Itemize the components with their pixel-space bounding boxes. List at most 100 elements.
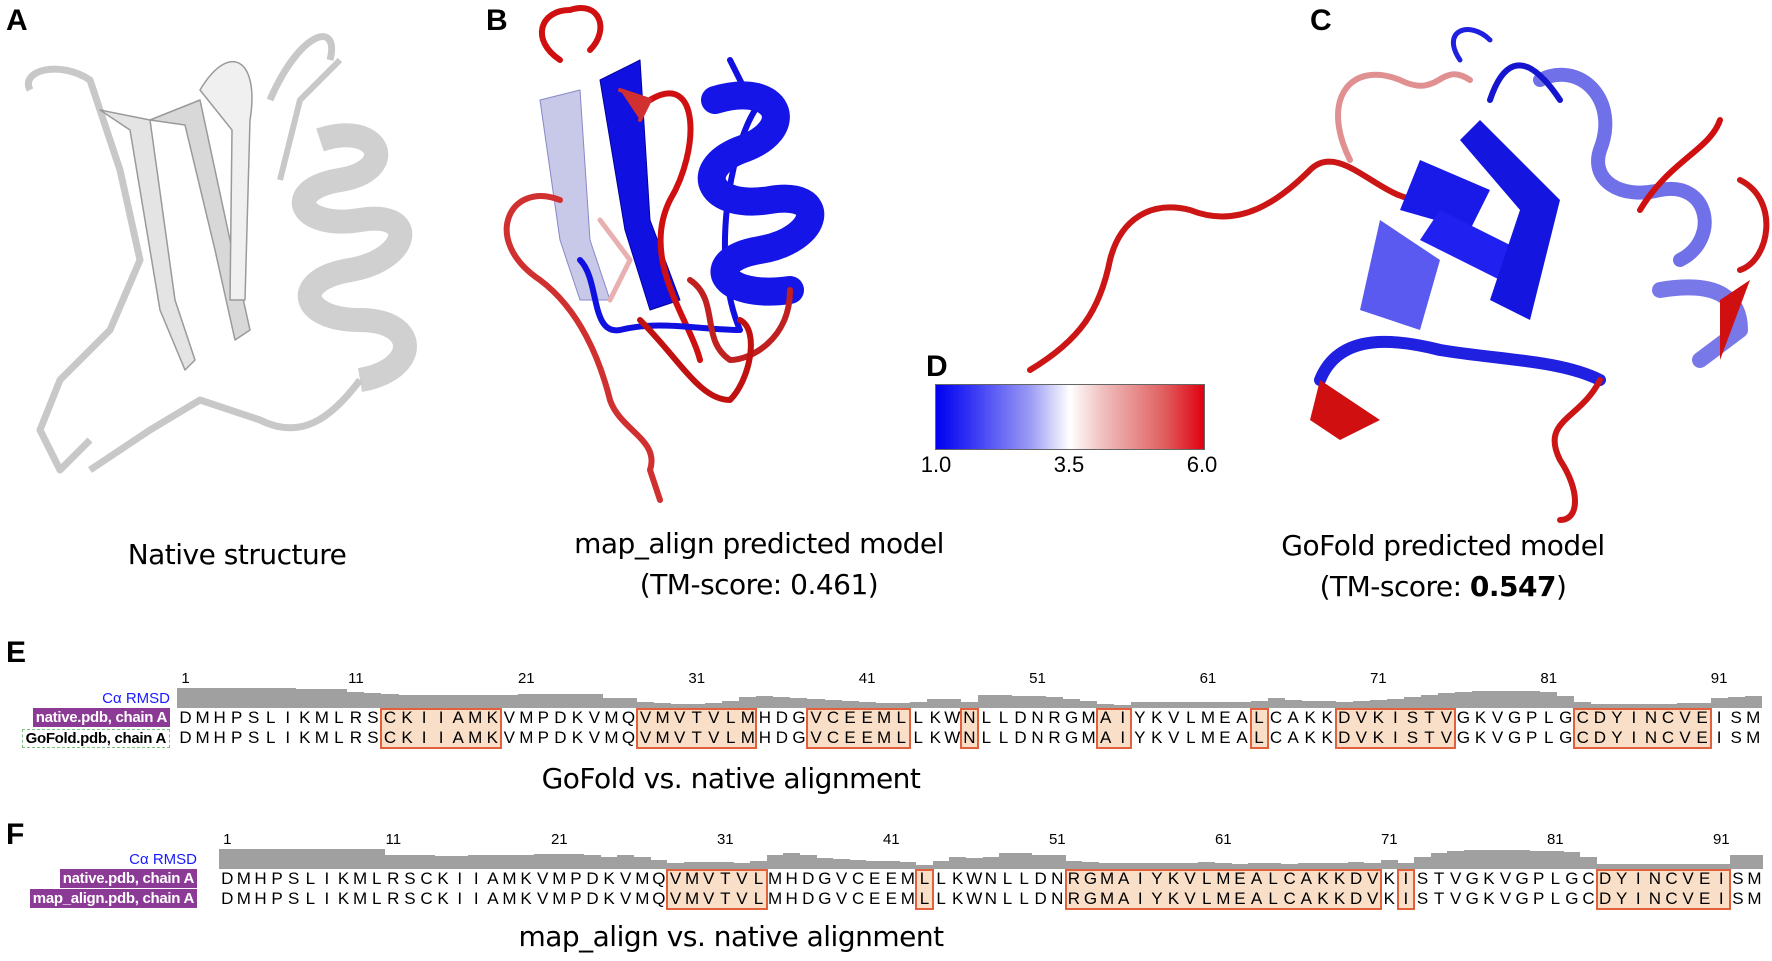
residue: T [691, 728, 702, 747]
residue: K [1317, 869, 1329, 888]
panel-label-f: F [6, 818, 25, 851]
rmsd-bar [1065, 861, 1083, 869]
aligned-block-box [959, 708, 979, 749]
residue: V [669, 869, 682, 888]
residue: S [1416, 889, 1429, 908]
residue: S [288, 889, 300, 908]
residue: V [703, 889, 715, 908]
residue: D [1014, 728, 1027, 747]
residue: V [1168, 708, 1180, 727]
rmsd-bar [1420, 695, 1438, 708]
rmsd-bar [1455, 692, 1473, 708]
residue: C [851, 889, 865, 908]
rmsd-bar [466, 695, 484, 708]
rmsd-bar [1063, 699, 1081, 708]
residue: L [919, 889, 930, 908]
colorbar-max-label: 6.0 [1186, 452, 1218, 477]
residue: K [1333, 889, 1346, 908]
residue: T [691, 708, 702, 727]
residue: I [1120, 708, 1126, 727]
residue: I [1403, 889, 1409, 908]
aligned-block-box [1064, 869, 1382, 910]
residue: N [1051, 889, 1064, 908]
rmsd-bar [650, 860, 668, 869]
residue: G [1064, 728, 1079, 747]
native-structure-image [25, 33, 417, 474]
residue: L [998, 708, 1009, 727]
rmsd-bar [1082, 862, 1099, 869]
rmsd-bar [1659, 703, 1677, 708]
position-tick: 41 [882, 831, 900, 848]
residue: D [1349, 869, 1363, 888]
residue: A [487, 869, 499, 888]
tm-score-suffix: ) [1556, 570, 1567, 603]
residue: G [1565, 869, 1579, 888]
residue: G [1456, 728, 1471, 747]
aligned-block-box [1249, 708, 1269, 749]
residue: P [537, 728, 550, 747]
aligned-block-box [1334, 708, 1456, 749]
residue: D [586, 889, 599, 908]
rmsd-bar [600, 857, 618, 869]
rmsd-bar [1248, 863, 1265, 869]
residue: V [1440, 728, 1453, 747]
residue: A [1300, 869, 1312, 888]
residue: M [552, 889, 567, 908]
rmsd-bar [1148, 863, 1166, 869]
residue: V [835, 889, 848, 908]
residue: I [324, 869, 330, 888]
residue: M [1216, 869, 1231, 888]
residue: I [285, 708, 291, 727]
residue: P [230, 708, 243, 727]
residue: L [265, 708, 276, 727]
residue: L [1186, 728, 1196, 747]
rmsd-bar [585, 694, 603, 708]
residue: P [1533, 869, 1545, 888]
residue: T [1433, 889, 1445, 908]
rmsd-bar [1381, 860, 1398, 869]
rmsd-bar [1049, 855, 1066, 869]
residue: L [334, 708, 344, 727]
residue: G [792, 708, 806, 727]
rmsd-bar [1301, 701, 1319, 708]
panel-label-a: A [6, 4, 28, 37]
aligned-block-box [1096, 708, 1133, 749]
rmsd-bar [500, 695, 518, 708]
residue: V [1682, 889, 1694, 908]
rmsd-bar [667, 863, 684, 869]
residue: M [655, 708, 670, 727]
residue: S [404, 889, 416, 908]
residue: A [1250, 869, 1263, 888]
residue: I [438, 708, 444, 727]
residue: M [655, 728, 670, 747]
residue: C [1582, 869, 1595, 888]
residue: G [1083, 869, 1098, 888]
residue: C [1661, 708, 1675, 727]
residue: K [1321, 708, 1333, 727]
residue: V [708, 708, 720, 727]
rmsd-bar [1369, 700, 1387, 708]
residue: V [588, 728, 601, 747]
rmsd-bar [756, 696, 774, 708]
residue: V [537, 889, 549, 908]
residue: V [503, 728, 515, 747]
residue: T [1433, 869, 1445, 888]
residue: C [1665, 869, 1678, 888]
residue: N [963, 728, 976, 747]
rmsd-bar [1250, 701, 1268, 708]
residue: M [1200, 708, 1215, 727]
residue: K [401, 728, 413, 747]
residue: K [486, 728, 498, 747]
residue: K [571, 728, 584, 747]
rmsd-label: Cα RMSD [102, 690, 170, 707]
residue: L [1550, 889, 1561, 908]
residue: I [457, 889, 463, 908]
rmsd-bar [285, 849, 302, 869]
residue: M [314, 728, 329, 747]
residue: D [221, 889, 234, 908]
residue: P [537, 708, 550, 727]
residue: K [1321, 728, 1333, 747]
residue: A [487, 889, 499, 908]
rmsd-bar [1318, 701, 1336, 708]
residue: Y [1134, 708, 1146, 727]
